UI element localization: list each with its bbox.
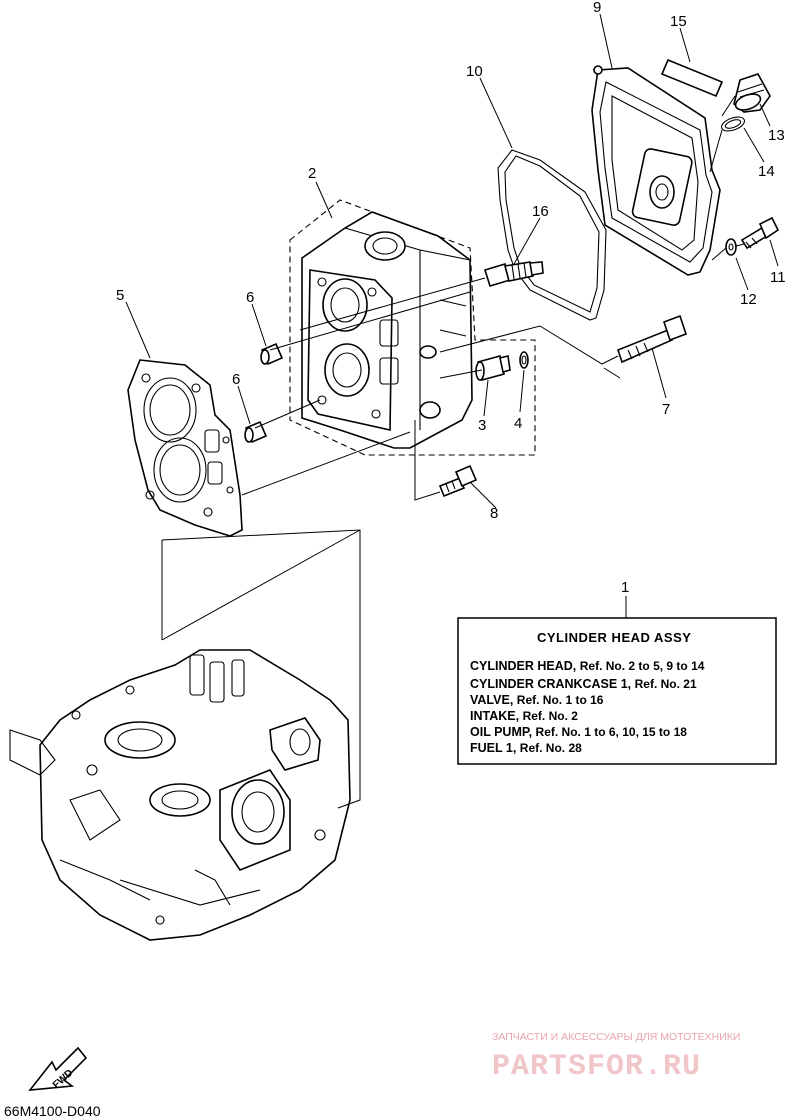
o-ring-part-14[interactable] [720, 114, 747, 133]
dowel-pin-lower-part-6[interactable] [244, 420, 268, 444]
callout-11: 11 [770, 269, 786, 286]
assy-line-1-name: CYLINDER HEAD, [470, 659, 576, 673]
cylinder-head-assy-outline [289, 199, 536, 456]
forward-direction-arrow: FWD [28, 1046, 88, 1091]
assy-line-3-name: VALVE, [470, 693, 513, 707]
callout-6-lower: 6 [232, 371, 240, 388]
head-bolt-part-7[interactable] [617, 314, 688, 364]
svg-text:OIL PUMP, Ref. No. 1 to 6, 10,: OIL PUMP, Ref. No. 1 to 6, 10, 15 to 18 [470, 725, 687, 739]
plate-part-15[interactable] [660, 58, 724, 98]
svg-text:FUEL 1, Ref. No. 28: FUEL 1, Ref. No. 28 [470, 741, 582, 755]
leader-lines [161, 95, 745, 809]
assy-line-4-ref: Ref. No. 2 [523, 709, 579, 723]
callout-14: 14 [758, 163, 775, 180]
washer-part-12[interactable] [725, 238, 737, 256]
callout-8: 8 [490, 505, 498, 522]
assy-box-title: CYLINDER HEAD ASSY [537, 630, 691, 645]
grommet-part-4[interactable] [519, 351, 529, 369]
watermark-brand: PARTSFOR.RU [492, 1050, 701, 1084]
callout-numbers: 1 2 3 4 5 6 6 7 8 9 10 11 12 13 14 15 16 [116, 0, 786, 596]
svg-text:VALVE, Ref. No. 1 to 16: VALVE, Ref. No. 1 to 16 [470, 693, 604, 707]
watermark: ЗАПЧАСТИ И АКСЕССУАРЫ ДЛЯ МОТОТЕХНИКИ PA… [492, 1031, 740, 1084]
filler-cap-part-13[interactable] [733, 73, 771, 113]
callout-15: 15 [670, 13, 687, 30]
callout-9: 9 [593, 0, 601, 16]
assy-line-6-ref: Ref. No. 28 [520, 741, 582, 755]
callout-7: 7 [662, 401, 670, 418]
assy-line-4-name: INTAKE, [470, 709, 519, 723]
cylinder-head-part-2[interactable] [301, 211, 473, 449]
bolt-part-11[interactable] [740, 216, 780, 250]
cylinder-crankcase-block [9, 649, 351, 941]
callout-13: 13 [768, 127, 785, 144]
svg-text:CYLINDER HEAD, Ref. No. 2 to 5: CYLINDER HEAD, Ref. No. 2 to 5, 9 to 14 [470, 659, 705, 673]
callout-16: 16 [532, 203, 549, 220]
assy-line-3-ref: Ref. No. 1 to 16 [517, 693, 604, 707]
assy-line-6-name: FUEL 1, [470, 741, 516, 755]
anode-part-3[interactable] [475, 355, 511, 381]
valve-cover-part-9[interactable] [591, 65, 721, 276]
assy-info-box: CYLINDER HEAD ASSY CYLINDER HEAD, Ref. N… [457, 617, 777, 765]
callout-3: 3 [478, 417, 486, 434]
callout-5: 5 [116, 287, 124, 304]
callout-6-upper: 6 [246, 289, 254, 306]
assy-line-2-ref: Ref. No. 21 [635, 677, 697, 691]
callout-4: 4 [514, 415, 522, 432]
callout-leaders [125, 13, 779, 618]
callout-12: 12 [740, 291, 757, 308]
cover-gasket-part-10[interactable] [497, 149, 607, 321]
assy-line-5-ref: Ref. No. 1 to 6, 10, 15 to 18 [536, 725, 688, 739]
callout-2: 2 [308, 165, 316, 182]
spark-plug-part-16[interactable] [483, 261, 544, 287]
svg-text:CYLINDER CRANKCASE 1, Ref. No.: CYLINDER CRANKCASE 1, Ref. No. 21 [470, 677, 697, 691]
dowel-pin-upper-part-6[interactable] [260, 342, 284, 366]
watermark-subtitle: ЗАПЧАСТИ И АКСЕССУАРЫ ДЛЯ МОТОТЕХНИКИ [492, 1031, 740, 1043]
callout-10: 10 [466, 63, 483, 80]
bolt-part-8[interactable] [438, 464, 478, 498]
figure-code: 66M4100-D040 [4, 1103, 101, 1119]
assy-line-5-name: OIL PUMP, [470, 725, 532, 739]
assy-line-1-ref: Ref. No. 2 to 5, 9 to 14 [580, 659, 705, 673]
svg-text:INTAKE, Ref. No. 2: INTAKE, Ref. No. 2 [470, 709, 578, 723]
assy-line-2-name: CYLINDER CRANKCASE 1, [470, 677, 631, 691]
callout-1: 1 [621, 579, 629, 596]
head-gasket-part-5[interactable] [127, 359, 243, 537]
